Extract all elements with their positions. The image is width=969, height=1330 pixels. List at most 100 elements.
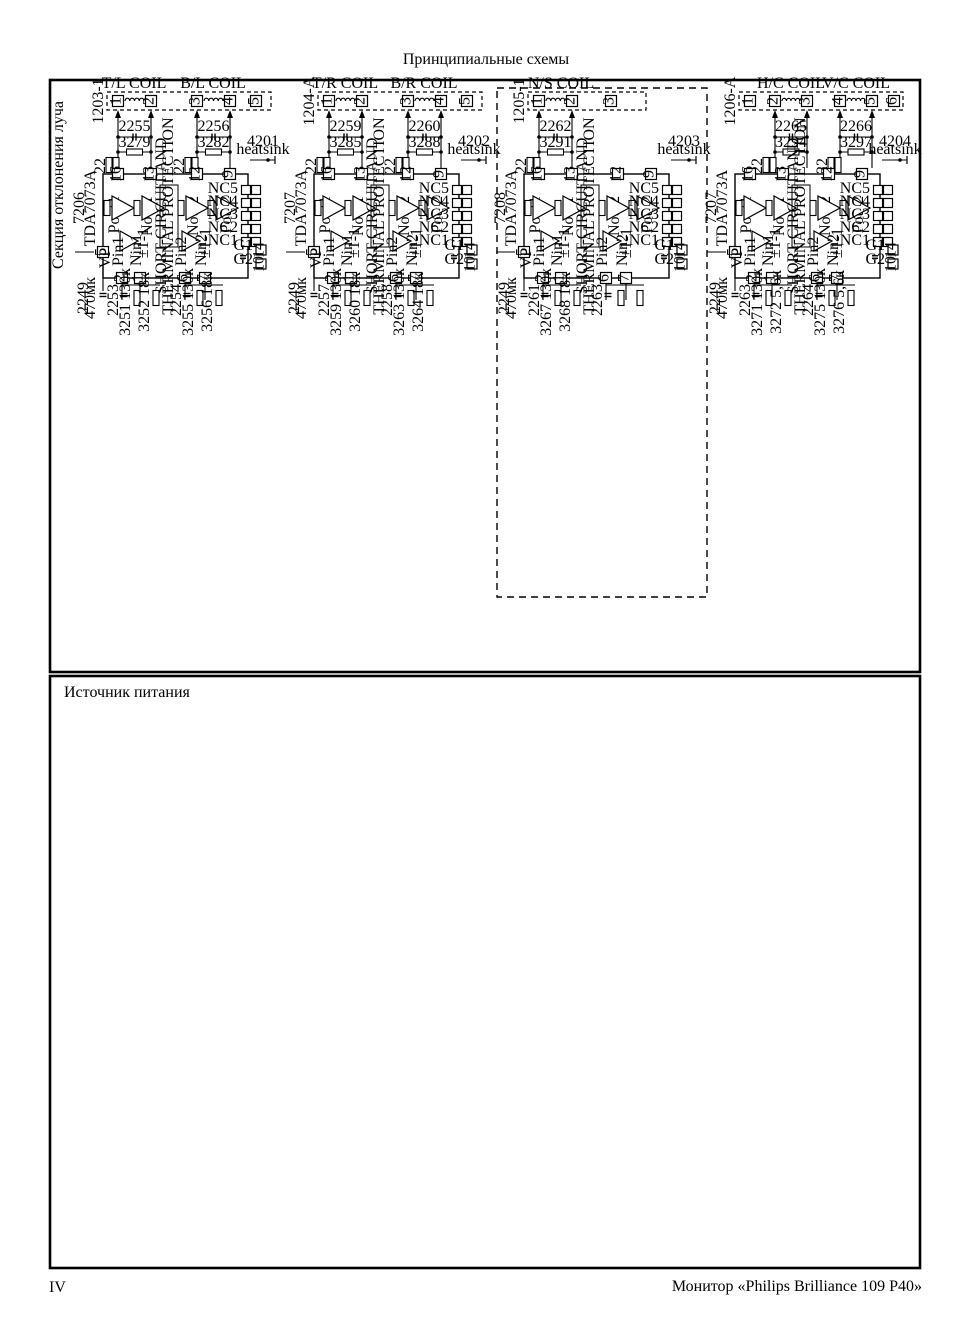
svg-text:2254: 2254 [168, 284, 185, 316]
svg-text:Nin1: Nin1 [128, 234, 145, 266]
svg-text:SHORT-CIRCUIT AND: SHORT-CIRCUIT AND [785, 138, 802, 295]
svg-text:4201: 4201 [247, 133, 279, 150]
svg-text:NC1: NC1 [208, 232, 238, 249]
svg-text:7: 7 [616, 274, 633, 282]
svg-text:G1: G1 [444, 237, 464, 254]
svg-text:3276 5,6к: 3276 5,6к [831, 270, 848, 334]
svg-text:22: 22 [92, 158, 109, 174]
svg-text:7: 7 [406, 274, 423, 282]
svg-text:THERMINAL PROTECTION: THERMINAL PROTECTION [160, 117, 177, 315]
svg-text:TDA7073A: TDA7073A [714, 169, 731, 246]
svg-text:2256: 2256 [198, 118, 230, 135]
svg-text:VP: VP [729, 248, 746, 269]
svg-text:TDA7073A: TDA7073A [503, 169, 520, 246]
svg-text:13: 13 [773, 166, 790, 182]
svg-text:SHORT-CIRCUIT AND: SHORT-CIRCUIT AND [574, 138, 591, 295]
svg-text:3264 18к: 3264 18к [410, 272, 427, 332]
svg-text:22: 22 [513, 158, 530, 174]
svg-text:5: 5 [93, 248, 110, 256]
svg-text:B/R COIL: B/R COIL [390, 75, 457, 92]
svg-text:NC2: NC2 [208, 219, 238, 236]
svg-text:2: 2 [744, 274, 761, 282]
svg-text:1: 1 [762, 274, 779, 282]
svg-text:22: 22 [303, 158, 320, 174]
svg-text:22: 22 [382, 158, 399, 174]
svg-text:Pin1: Pin1 [742, 237, 759, 266]
svg-text:NC3: NC3 [629, 206, 659, 223]
svg-text:VP: VP [97, 248, 114, 269]
svg-text:Pin2: Pin2 [173, 237, 190, 266]
svg-text:7: 7 [827, 274, 844, 282]
svg-text:3252 18к: 3252 18к [136, 272, 153, 332]
svg-text:3: 3 [797, 97, 814, 105]
svg-text:G1: G1 [654, 237, 674, 254]
svg-text:TDA7073A: TDA7073A [82, 169, 99, 246]
svg-text:1: 1 [130, 274, 147, 282]
svg-text:NC1: NC1 [629, 232, 659, 249]
svg-text:heatsink: heatsink [236, 141, 289, 158]
svg-text:NC3: NC3 [419, 206, 449, 223]
svg-text:13: 13 [141, 166, 158, 182]
svg-text:1: 1 [341, 274, 358, 282]
svg-text:14: 14 [462, 242, 479, 258]
svg-text:5: 5 [514, 248, 531, 256]
svg-text:heatsink: heatsink [447, 141, 500, 158]
svg-text:16: 16 [108, 166, 125, 182]
svg-text:NC5: NC5 [840, 180, 870, 197]
svg-text:1: 1 [740, 97, 757, 105]
svg-text:470мк: 470мк [503, 277, 520, 319]
svg-text:Принципиальные схемы: Принципиальные схемы [403, 51, 570, 68]
svg-text:7207: 7207 [282, 192, 299, 224]
svg-text:NC5: NC5 [208, 180, 238, 197]
svg-text:2263: 2263 [737, 284, 754, 316]
svg-text:2249: 2249 [286, 282, 303, 314]
svg-text:2257: 2257 [316, 284, 333, 316]
svg-text:Pin2: Pin2 [384, 237, 401, 266]
svg-text:6: 6 [175, 274, 192, 282]
svg-text:Nin2: Nin2 [404, 234, 421, 266]
svg-text:3256 18к: 3256 18к [199, 272, 216, 332]
svg-text:3275 130к: 3275 130к [812, 268, 829, 336]
svg-text:2262: 2262 [540, 118, 572, 135]
svg-text:NC2: NC2 [629, 219, 659, 236]
svg-text:2261: 2261 [526, 284, 543, 316]
svg-text:2266: 2266 [840, 118, 872, 135]
svg-text:H/C COIL: H/C COIL [757, 75, 825, 92]
svg-text:9: 9 [431, 170, 448, 178]
svg-text:5: 5 [725, 248, 742, 256]
svg-text:16: 16 [529, 166, 546, 182]
svg-text:SHORT-CIRCUIT AND: SHORT-CIRCUIT AND [364, 138, 381, 295]
svg-text:10: 10 [672, 256, 689, 272]
svg-text:6: 6 [386, 274, 403, 282]
svg-text:2: 2 [765, 97, 782, 105]
svg-text:NC4: NC4 [208, 193, 238, 210]
svg-text:5: 5 [862, 97, 879, 105]
svg-text:22: 22 [171, 158, 188, 174]
svg-text:7: 7 [195, 274, 212, 282]
svg-text:2: 2 [562, 97, 579, 105]
svg-text:THERMINAL PROTECTION: THERMINAL PROTECTION [792, 117, 809, 315]
svg-text:2: 2 [352, 97, 369, 105]
svg-text:±1-1: ±1-1 [346, 228, 363, 258]
svg-text:T/R COIL: T/R COIL [312, 75, 378, 92]
svg-text:NC1: NC1 [840, 232, 870, 249]
svg-text:NC5: NC5 [419, 180, 449, 197]
svg-text:6: 6 [807, 274, 824, 282]
svg-text:1: 1 [108, 97, 125, 105]
svg-text:1: 1 [529, 97, 546, 105]
svg-text:5: 5 [246, 97, 263, 105]
svg-text:12: 12 [398, 166, 415, 182]
svg-text:9: 9 [852, 170, 869, 178]
svg-text:7208: 7208 [492, 192, 509, 224]
svg-text:3288: 3288 [409, 134, 441, 151]
svg-text:3: 3 [601, 97, 618, 105]
svg-text:2: 2 [323, 274, 340, 282]
svg-text:13: 13 [562, 166, 579, 182]
svg-text:5: 5 [457, 97, 474, 105]
svg-text:±1-1: ±1-1 [135, 228, 152, 258]
svg-text:9: 9 [641, 170, 658, 178]
svg-text:THERMINAL PROTECTION: THERMINAL PROTECTION [581, 117, 598, 315]
svg-text:G2: G2 [654, 251, 674, 268]
svg-text:2260: 2260 [409, 118, 441, 135]
svg-text:G1: G1 [233, 237, 253, 254]
